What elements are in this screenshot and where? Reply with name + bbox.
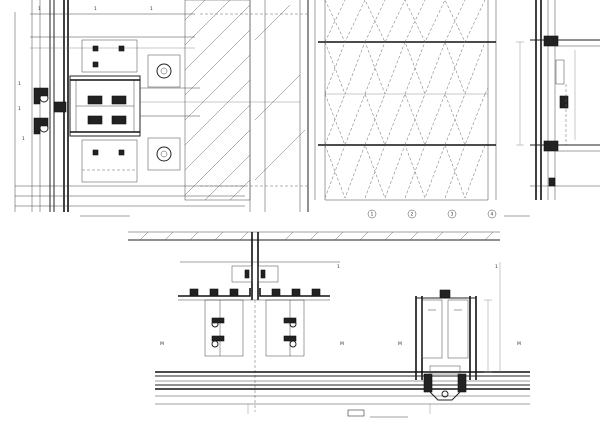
elevation-diamond-mesh: 1 2 3 4	[314, 0, 524, 219]
diamond-lattice	[324, 0, 489, 199]
slab-hatch	[184, 0, 251, 201]
svg-text:1: 1	[22, 136, 25, 142]
plan-dim-2: 1	[495, 264, 498, 270]
axis-mark-4: 4	[491, 212, 494, 218]
plan-note-1: M	[160, 341, 164, 347]
svg-text:1: 1	[38, 6, 41, 12]
axis-mark-1: 1	[371, 212, 374, 218]
axis-mark-3: 3	[451, 212, 454, 218]
plan-note-4: M	[517, 341, 521, 347]
svg-text:1: 1	[18, 106, 21, 112]
plan-note-3: M	[398, 341, 402, 347]
bottom-plan-detail: M M M M 1 1	[128, 231, 530, 418]
svg-text:1: 1	[18, 81, 21, 87]
plan-note-2: M	[340, 341, 344, 347]
svg-text:1: 1	[94, 6, 97, 12]
svg-text:1: 1	[150, 6, 153, 12]
right-side-section	[504, 0, 600, 217]
axis-mark-2: 2	[411, 212, 414, 218]
top-slab-hatch	[139, 231, 494, 241]
top-left-section-detail: 1 1 1 1 1 1	[14, 0, 309, 217]
plan-dim-1: 1	[337, 264, 340, 270]
